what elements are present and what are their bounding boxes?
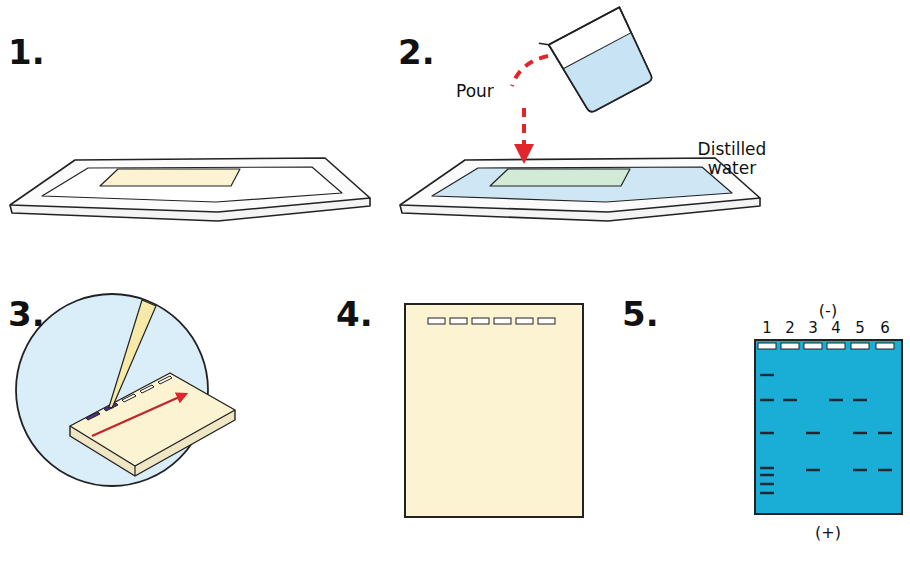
beaker (539, 2, 657, 119)
lane-number: 1 (762, 320, 772, 337)
gel-slab (405, 304, 583, 517)
material-label: Distilled water (690, 140, 774, 177)
lane-number: 4 (831, 320, 841, 337)
step-number: 2. (398, 34, 435, 71)
lane-number: 3 (808, 320, 818, 337)
lane-number: 5 (855, 320, 865, 337)
lane-number: 6 (880, 320, 890, 337)
step-number: 3. (8, 296, 45, 333)
tray-with-water (400, 158, 760, 221)
step-number: 4. (336, 296, 373, 333)
tray (10, 158, 370, 221)
electrode-sign: (-) (819, 302, 837, 320)
pour-arrow (512, 56, 548, 160)
loading-closeup (16, 294, 235, 486)
lane-number: 2 (785, 320, 795, 337)
stained-gel (755, 340, 902, 514)
action-label: Pour (456, 82, 494, 101)
step-number: 5. (622, 296, 659, 333)
electrode-sign: (+) (815, 524, 841, 542)
step-number: 1. (8, 34, 45, 71)
